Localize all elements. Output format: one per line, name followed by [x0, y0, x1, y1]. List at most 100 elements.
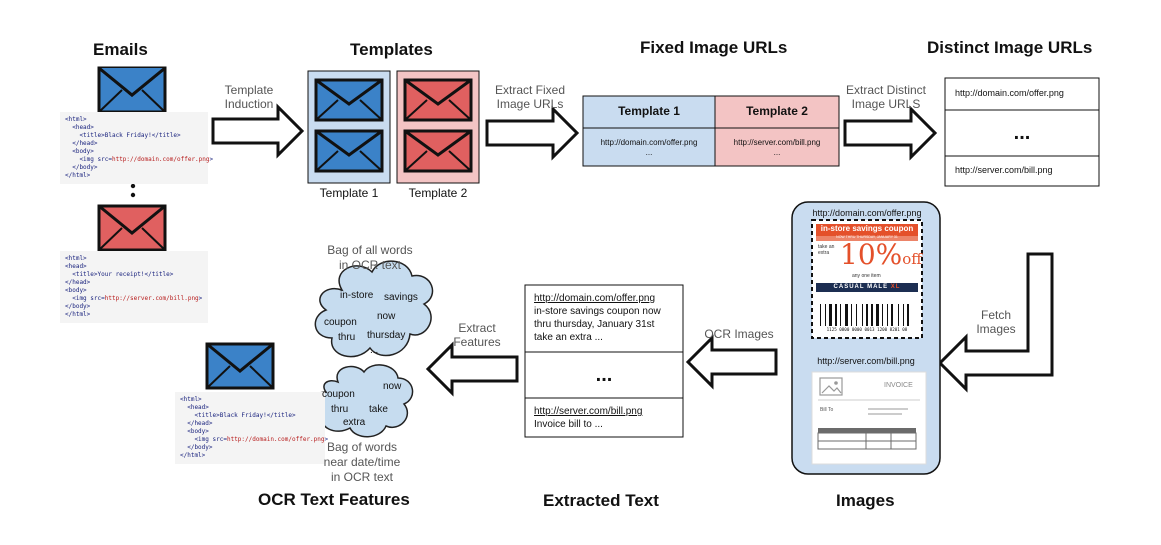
code-line: <html>: [180, 396, 202, 403]
distinct-url-row-1: http://domain.com/offer.png: [955, 88, 1064, 98]
arrow-extract-features: [425, 341, 519, 397]
code-line: <body>: [65, 287, 87, 294]
arrow-extract-fixed: [485, 105, 580, 161]
coupon-percent-text: 10%off: [840, 238, 922, 271]
code-line: <head>: [180, 404, 209, 411]
distinct-url-ellipsis: ...: [1013, 122, 1031, 144]
cloud-1-word: thursday: [367, 330, 406, 341]
barcode-bar: [891, 304, 893, 326]
barcode-bar: [845, 304, 848, 326]
code-line: </body>: [180, 444, 213, 451]
email-envelope-blue-icon: [97, 66, 167, 114]
barcode-bar: [862, 304, 863, 326]
barcode-bar: [882, 304, 883, 326]
fixed-col1-url: http://domain.com/offer.png: [600, 138, 698, 147]
extracted-row-1-text-2: thru thursday, January 31st: [534, 319, 655, 330]
cloud-2-word: take: [369, 404, 388, 415]
invoice-title-text: INVOICE: [884, 382, 913, 389]
extracted-row-1-text-1: in-store savings coupon now: [534, 306, 661, 317]
fixed-col2-header-text: Template 2: [746, 104, 808, 118]
fixed-urls-title: Fixed Image URLs: [640, 38, 788, 57]
barcode-bar: [835, 304, 837, 326]
invoice-bill-to-text: Bill To: [820, 407, 834, 413]
code-line: <img src=http://domain.com/offer.png>: [180, 436, 329, 443]
fixed-table-col2-body: [714, 127, 840, 167]
code-line: </html>: [180, 452, 206, 459]
code-line: </html>: [65, 311, 91, 318]
extracted-text-title: Extracted Text: [543, 491, 659, 510]
image-url-1: http://domain.com/offer.png: [812, 208, 922, 218]
cloud-1-word: ...: [370, 345, 379, 356]
email-envelope-red-icon: [97, 204, 167, 252]
templates-title: Templates: [350, 40, 433, 59]
fixed-table-col1-body: [582, 127, 716, 167]
code-line: </head>: [180, 420, 213, 427]
barcode-bar: [840, 304, 841, 326]
code-line: </body>: [65, 164, 98, 171]
coupon-barcode-number: 1125 0800 0000 0013 1200 8201 08: [826, 327, 908, 332]
coupon-take-text: take an extra: [818, 244, 835, 256]
arrow-extract-distinct: [843, 105, 938, 161]
email-1-html-snippet: <html> <head> <title>Black Friday!</titl…: [60, 112, 214, 184]
email-2-html-snippet: <html><head> <title>Your receipt!</title…: [60, 251, 208, 323]
barcode-bar: [856, 304, 857, 326]
fixed-col1-more: ...: [645, 148, 653, 157]
invoice-image: [811, 371, 927, 465]
code-line: <title>Black Friday!</title>: [180, 412, 296, 419]
cloud-2-word: now: [383, 381, 402, 392]
barcode-bar: [851, 304, 852, 326]
barcode-bar: [876, 304, 879, 326]
cloud-1-word: in-store: [340, 290, 374, 301]
barcode-bar: [825, 304, 826, 326]
extracted-row-1-text-3: take an extra ...: [534, 332, 603, 343]
cloud-2-word: thru: [331, 404, 349, 415]
barcode-bar: [871, 304, 873, 326]
code-line: <html>: [65, 116, 87, 123]
cloud-1-word: now: [377, 311, 396, 322]
code-line: <img src=http://server.com/bill.png>: [65, 295, 203, 302]
barcode-bar: [829, 304, 832, 326]
barcode-bar: [903, 304, 904, 326]
code-line: </head>: [65, 279, 91, 286]
extracted-row-1-url: http://domain.com/offer.png: [534, 293, 656, 304]
vertical-ellipsis-dot: [130, 192, 136, 198]
cloud-1-word: savings: [384, 292, 418, 303]
code-line: </head>: [65, 140, 98, 147]
barcode-bar: [820, 304, 821, 326]
coupon-image: [811, 219, 923, 339]
template-1-envelope-icon: [314, 78, 384, 173]
code-line: <title>Black Friday!</title>: [65, 132, 181, 139]
extracted-text-box: [524, 284, 684, 438]
code-line: <body>: [180, 428, 209, 435]
cloud-1-word: coupon: [324, 317, 357, 328]
fixed-col1-header-text: Template 1: [618, 104, 680, 118]
barcode-bar: [887, 304, 888, 326]
code-line: <head>: [65, 124, 94, 131]
code-line: <title>Your receipt!</title>: [65, 271, 174, 278]
label-ocr-images: OCR Images: [704, 327, 774, 341]
fixed-col2-url: http://server.com/bill.png: [733, 138, 821, 147]
cloud-2-word: coupon: [322, 389, 355, 400]
cloud-1-word: thru: [338, 332, 356, 343]
extracted-ellipsis: ...: [595, 364, 613, 386]
code-line: </html>: [65, 172, 91, 179]
arrow-template-induction: [211, 103, 305, 159]
coupon-brand-text: CASUAL MALE XL: [833, 284, 901, 290]
code-line: <html>: [65, 255, 87, 262]
vertical-ellipsis-dot: [130, 183, 136, 189]
barcode-bar: [898, 304, 899, 326]
fixed-col2-more: ...: [773, 148, 781, 157]
template-2-envelope-icon: [403, 78, 473, 173]
code-line: <body>: [65, 148, 94, 155]
code-line: <img src=http://domain.com/offer.png>: [65, 156, 214, 163]
cloud-2-word: extra: [343, 417, 366, 428]
emails-title: Emails: [93, 40, 148, 59]
cloud-all-words: [314, 260, 434, 358]
distinct-url-row-3: http://server.com/bill.png: [955, 165, 1053, 175]
